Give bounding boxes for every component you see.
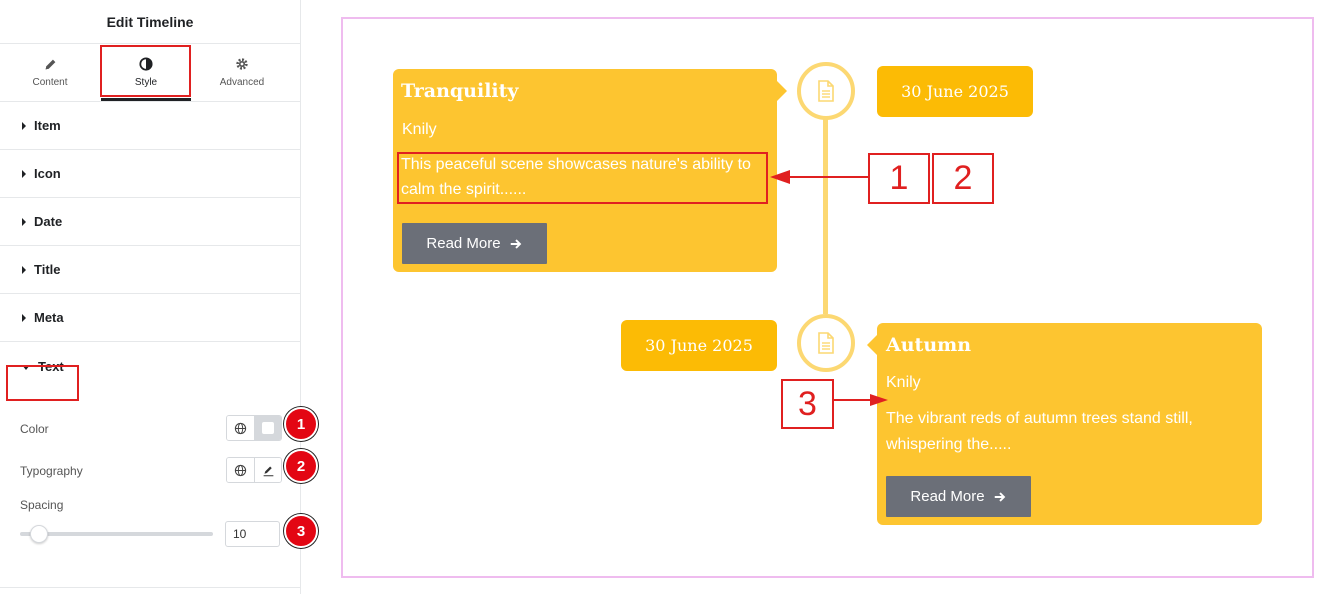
- card-pointer: [776, 80, 787, 102]
- date-badge-1: 30 June 2025: [877, 66, 1033, 117]
- annotation-label-2: 2: [932, 153, 994, 204]
- panel-title: Edit Timeline: [0, 0, 300, 44]
- arrow-right-icon: [510, 238, 521, 249]
- section-meta[interactable]: Meta: [0, 294, 300, 342]
- global-typography-button[interactable]: [227, 458, 254, 482]
- caret-right-icon: [22, 313, 26, 322]
- tab-advanced[interactable]: Advanced: [194, 44, 290, 101]
- section-text[interactable]: Text: [0, 342, 300, 390]
- annotation-label-3: 3: [781, 379, 834, 429]
- section-title-label: Title: [34, 262, 61, 277]
- arrow-right-icon: [994, 491, 1005, 502]
- card-meta-1: Knily: [402, 121, 437, 138]
- section-text-label: Text: [38, 358, 64, 374]
- section-title[interactable]: Title: [0, 246, 300, 294]
- typography-label: Typography: [20, 464, 83, 478]
- card-text-1-line1: This peaceful scene showcases nature's a…: [401, 156, 751, 173]
- pencil-icon: [263, 465, 273, 476]
- section-date[interactable]: Date: [0, 198, 300, 246]
- caret-right-icon: [22, 169, 26, 178]
- read-more-label: Read More: [910, 488, 985, 505]
- spacing-input[interactable]: [225, 521, 280, 547]
- tab-style[interactable]: Style: [98, 44, 194, 101]
- globe-icon: [234, 422, 247, 434]
- color-control: [226, 415, 282, 441]
- tab-content[interactable]: Content: [2, 44, 98, 101]
- timeline-line: [823, 118, 828, 314]
- timeline-dot-2: [797, 314, 855, 372]
- section-item-label: Item: [34, 118, 61, 133]
- spacing-slider-handle[interactable]: [30, 525, 48, 543]
- annotation-badge-1: 1: [284, 407, 318, 441]
- spacing-slider-track[interactable]: [20, 532, 213, 536]
- caret-right-icon: [22, 265, 26, 274]
- globe-icon: [234, 464, 247, 476]
- card-title-2: Autumn: [886, 334, 972, 356]
- card-text-2-line1: The vibrant reds of autumn trees stand s…: [886, 410, 1193, 427]
- annotation-label-1: 1: [868, 153, 930, 204]
- read-more-label: Read More: [426, 235, 501, 252]
- divider: [0, 587, 301, 588]
- card-meta-2: Knily: [886, 374, 921, 391]
- document-icon: [818, 80, 834, 102]
- read-more-button-1[interactable]: Read More: [402, 223, 547, 264]
- edit-typography-button[interactable]: [254, 458, 281, 482]
- gear-icon: [235, 57, 249, 71]
- panel-tabs: Content Style Advanced: [0, 44, 300, 102]
- color-label: Color: [20, 422, 49, 436]
- caret-right-icon: [22, 217, 26, 226]
- tab-content-label: Content: [32, 77, 68, 88]
- section-icon[interactable]: Icon: [0, 150, 300, 198]
- typography-control: [226, 457, 282, 483]
- editor-sidebar: Edit Timeline Content Style Advanced Ite…: [0, 0, 318, 594]
- tab-style-label: Style: [134, 77, 158, 88]
- card-text-2: The vibrant reds of autumn trees stand s…: [886, 406, 1256, 458]
- section-date-label: Date: [34, 214, 63, 229]
- color-picker-button[interactable]: [254, 416, 281, 440]
- color-swatch: [262, 422, 274, 434]
- spacing-label: Spacing: [20, 498, 64, 512]
- card-title-1: Tranquility: [401, 80, 519, 102]
- preview-canvas: [341, 17, 1314, 578]
- read-more-button-2[interactable]: Read More: [886, 476, 1031, 517]
- annotation-badge-3: 3: [284, 514, 318, 548]
- tab-advanced-label: Advanced: [219, 77, 265, 88]
- card-text-2-line2: whispering the.....: [886, 436, 1012, 453]
- caret-right-icon: [22, 121, 26, 130]
- date-badge-2: 30 June 2025: [621, 320, 777, 371]
- caret-down-icon: [22, 364, 30, 370]
- section-item[interactable]: Item: [0, 102, 300, 150]
- half-circle-icon: [139, 57, 153, 71]
- card-text-1: This peaceful scene showcases nature's a…: [401, 152, 771, 202]
- global-color-button[interactable]: [227, 416, 254, 440]
- document-icon: [818, 332, 834, 354]
- section-icon-label: Icon: [34, 166, 61, 181]
- card-text-1-line2: calm the spirit......: [401, 181, 527, 198]
- pencil-icon: [43, 57, 57, 71]
- section-meta-label: Meta: [34, 310, 64, 325]
- timeline-dot-1: [797, 62, 855, 120]
- annotation-badge-2: 2: [284, 449, 318, 483]
- card-pointer: [867, 334, 878, 356]
